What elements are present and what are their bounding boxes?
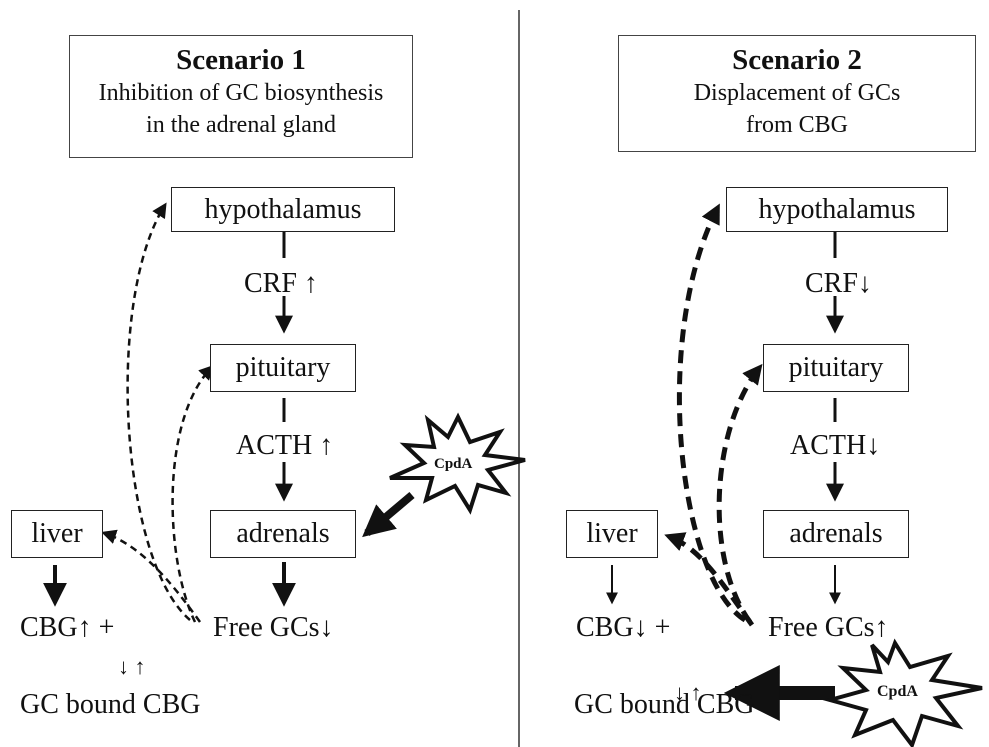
s1-cpda-arrow — [362, 491, 415, 538]
scenario-2-subtitle-line1: Displacement of GCs — [693, 80, 901, 106]
s1-gc-bound-label: GC bound CBG — [20, 689, 201, 720]
s2-free-gcs-label: Free GCs↑ — [768, 612, 889, 643]
s2-crf-label: CRF↓ — [805, 268, 872, 299]
s2-acth-label: ACTH↓ — [790, 430, 881, 461]
s2-adrenals-box: adrenals — [763, 510, 909, 558]
s1-adrenals-box: adrenals — [210, 510, 356, 558]
s1-liver-box: liver — [11, 510, 103, 558]
s2-hypothalamus-box: hypothalamus — [726, 187, 948, 232]
s2-equilibrium-arrows: ↓ ↑ — [674, 680, 702, 705]
scenario-1-subtitle-line2: in the adrenal gland — [146, 112, 336, 138]
s1-cbg-label: CBG↑ + — [20, 612, 115, 643]
scenario-1-subtitle-line1: Inhibition of GC biosynthesis — [98, 80, 384, 106]
s1-cpda-burst — [389, 412, 526, 515]
s2-feedback-to-liver — [664, 532, 755, 627]
s1-crf-label: CRF ↑ — [244, 268, 318, 299]
s2-gc-bound-label: GC bound CBG — [574, 689, 755, 720]
s1-feedback-to-hypothalamus — [126, 202, 191, 621]
s2-pituitary-box: pituitary — [763, 344, 909, 392]
s2-cpda-text: CpdA — [877, 683, 918, 700]
scenario-2-title: Scenario 2 — [732, 44, 862, 76]
s2-feedback-to-pituitary — [716, 363, 763, 624]
s1-hypothalamus-box: hypothalamus — [171, 187, 395, 232]
s2-liver-box: liver — [566, 510, 658, 558]
scenario-2-title-box: Scenario 2 Displacement of GCs from CBG — [618, 35, 976, 152]
s2-cpda-burst — [822, 638, 983, 747]
s1-cpda-text: CpdA — [434, 456, 473, 472]
scenario-1-title-box: Scenario 1 Inhibition of GC biosynthesis… — [69, 35, 413, 158]
s1-acth-label: ACTH ↑ — [236, 430, 334, 461]
s1-equilibrium-arrows: ↓ ↑ — [118, 654, 146, 679]
s1-free-gcs-label: Free GCs↓ — [213, 612, 334, 643]
s1-pituitary-box: pituitary — [210, 344, 356, 392]
s2-cbg-label: CBG↓ + — [576, 612, 671, 643]
s1-feedback-to-pituitary — [171, 364, 215, 623]
s1-feedback-to-liver — [101, 529, 202, 623]
scenario-2-subtitle-line2: from CBG — [746, 112, 848, 138]
scenario-1-title: Scenario 1 — [176, 44, 306, 76]
